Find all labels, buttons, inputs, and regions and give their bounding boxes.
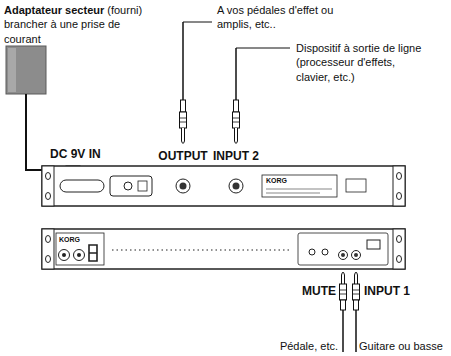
power-switch: [138, 181, 147, 191]
rack-ear: [393, 229, 405, 269]
power-button: [367, 240, 380, 249]
spec-plate: [262, 175, 337, 197]
input2-cable: [235, 48, 237, 100]
knob-center: [77, 253, 81, 257]
jack-name: INPUT 2: [206, 149, 266, 165]
adapter-note: (fourni) brancher à une prise de courant: [4, 3, 149, 46]
plug-ring: [233, 118, 240, 122]
jack-name: OUTPUT: [153, 149, 213, 165]
right-panel: [298, 233, 388, 265]
plug-tip: [182, 128, 185, 144]
rack-ear: [42, 229, 54, 269]
jack-plug: [233, 100, 240, 144]
rack-hole: [46, 193, 51, 200]
indicator: [322, 249, 328, 255]
rack-hole: [397, 236, 402, 243]
leader-line: [236, 48, 290, 49]
output-destination: A vos pédales d'effet ou amplis, etc..: [217, 3, 349, 32]
leader-line: [183, 22, 212, 23]
ce-mark-box: [346, 179, 366, 192]
jack-name: INPUT 1: [364, 284, 410, 300]
plug-body: [353, 284, 360, 300]
rack-hole: [397, 173, 402, 180]
rack-hole: [46, 236, 51, 243]
jack-hole: [233, 183, 240, 190]
brand-logo: KORG: [266, 176, 287, 185]
dc-cable: [26, 94, 122, 174]
jack-name: MUTE: [276, 284, 336, 300]
knob-center: [62, 253, 66, 257]
plug-tip: [235, 128, 238, 144]
front-panel: [42, 229, 405, 269]
jack-plug: [353, 272, 360, 352]
brand-logo: KORG: [59, 235, 80, 244]
input2-jack: [229, 179, 243, 193]
rack-body: [42, 166, 405, 206]
rack-hole: [397, 193, 402, 200]
plug-tip: [342, 272, 345, 284]
dc-jack-area: [110, 176, 152, 196]
input2-source: Dispositif à sortie de ligne (processeur…: [296, 41, 428, 84]
led-meter: [112, 249, 290, 250]
device-label: Guitare ou basse: [359, 339, 443, 353]
jack-name: DC 9V IN: [50, 147, 101, 163]
adapter-heading: Adaptateur secteur: [4, 3, 104, 17]
plug-ring: [180, 118, 187, 122]
plug-tip: [355, 272, 358, 284]
cable-hook: [60, 180, 104, 192]
adapter-body: [6, 46, 46, 94]
plug-body: [180, 112, 187, 128]
adapter-highlight: [8, 48, 16, 92]
rack-hole: [46, 256, 51, 263]
jack-plug: [180, 100, 187, 144]
output-cable: [182, 22, 184, 100]
rear-panel: [42, 166, 405, 206]
device-label: Pédale, etc.: [262, 339, 338, 353]
mute-cable: [342, 310, 344, 352]
plug-body: [233, 112, 240, 128]
input1-cable: [355, 310, 357, 352]
power-adapter: [6, 46, 46, 94]
plug-ring: [353, 290, 360, 294]
jack-plug: [340, 272, 347, 352]
mute-jack: [339, 251, 348, 260]
plate-lines: [266, 189, 332, 193]
plug-body: [340, 284, 347, 300]
rack-body: [42, 229, 405, 269]
output-jack: [176, 179, 190, 193]
rack-ear: [42, 166, 54, 206]
indicator: [309, 249, 315, 255]
plug-relief: [341, 300, 346, 310]
rack-ear: [393, 166, 405, 206]
knob: [74, 250, 85, 261]
jack-hole: [341, 253, 345, 257]
plug-ring: [340, 290, 347, 294]
digit-display: [89, 245, 97, 261]
jack-hole: [180, 183, 187, 190]
plug-relief: [181, 100, 186, 112]
plug-relief: [234, 100, 239, 112]
dc-jack: [124, 182, 132, 190]
rack-hole: [46, 173, 51, 180]
input1-jack: [352, 251, 361, 260]
rack-hole: [397, 256, 402, 263]
plug-relief: [354, 300, 359, 310]
knob: [59, 250, 70, 261]
left-panel: [56, 233, 104, 265]
jack-hole: [354, 253, 358, 257]
